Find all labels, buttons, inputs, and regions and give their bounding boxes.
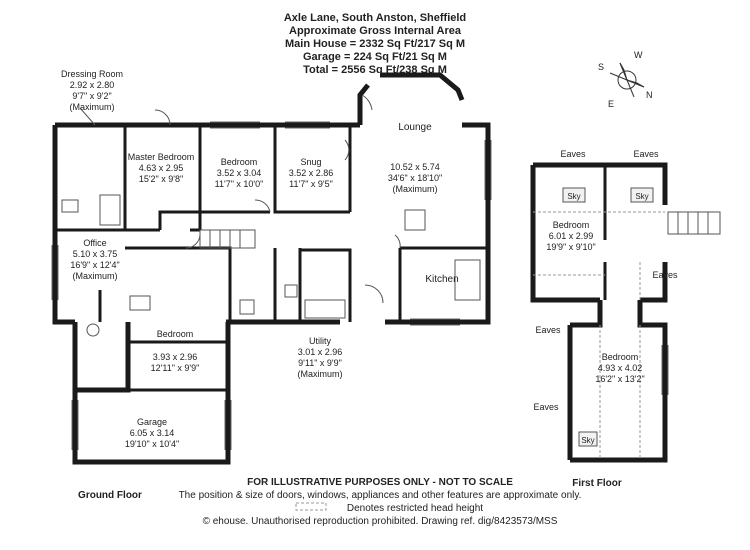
area-title: Approximate Gross Internal Area [289,25,461,37]
compass-north: N [646,90,653,100]
copyright: © ehouse. Unauthorised reproduction proh… [202,516,558,527]
disclaimer: FOR ILLUSTRATIVE PURPOSES ONLY - NOT TO … [247,477,513,488]
lounge-name: Lounge [398,122,432,133]
room-metric: 4.63 x 2.95 [139,163,184,173]
room-name: Bedroom [602,352,639,362]
room-note: (Maximum) [393,184,438,194]
room-metric: 2.92 x 2.80 [70,80,115,90]
ground-floor-windows [51,121,492,450]
kitchen-name: Kitchen [425,274,458,285]
room-metric: 3.52 x 3.04 [217,168,262,178]
room-imperial: 19'10" x 10'4" [125,439,179,449]
first-floor-walls [530,162,668,463]
room-metric: 6.01 x 2.99 [549,231,594,241]
compass-south: S [598,62,604,72]
room-lounge-dims: 10.52 x 5.74 34'6" x 18'10" (Maximum) [388,162,442,194]
room-metric: 3.01 x 2.96 [298,347,343,357]
eaves-label: Eaves [533,402,559,412]
legend-swatch [295,502,327,511]
disclaimer-note: The position & size of doors, windows, a… [178,490,582,501]
first-floor-stairs [667,211,721,235]
eaves-label: Eaves [633,149,659,159]
room-imperial: 16'9" x 12'4" [70,260,119,270]
room-name: Utility [309,336,331,346]
ground-floor-fixtures [61,194,481,337]
footer: FOR ILLUSTRATIVE PURPOSES ONLY - NOT TO … [150,476,610,528]
room-metric: 3.52 x 2.86 [289,168,334,178]
room-master-bedroom: Master Bedroom 4.63 x 2.95 15'2" x 9'8" [128,152,195,184]
room-office: Office 5.10 x 3.75 16'9" x 12'4" (Maximu… [70,238,119,281]
room-note: (Maximum) [70,102,115,112]
garage-area: Garage = 224 Sq Ft/21 Sq M [303,51,447,63]
ground-floor-internal-walls [55,125,488,392]
room-imperial: 19'9" x 9'10" [546,242,595,252]
room-metric: 4.93 x 4.02 [598,363,643,373]
sky-label: Sky [567,192,580,201]
header: Axle Lane, South Anston, Sheffield Appro… [0,12,750,77]
room-name: Dressing Room [61,69,123,79]
room-name: Bedroom [553,220,590,230]
room-name: Office [83,238,106,248]
room-imperial: 34'6" x 18'10" [388,173,442,183]
room-metric: 10.52 x 5.74 [390,162,440,172]
compass-west: W [634,50,643,60]
room-snug: Snug 3.52 x 2.86 11'7" x 9'5" [289,157,334,189]
eaves-label: Eaves [652,270,678,280]
sky-label: Sky [581,436,594,445]
room-metric: 5.10 x 3.75 [73,249,118,259]
compass-icon [609,62,645,98]
room-metric: 3.93 x 2.96 [153,352,198,362]
room-name: Bedroom [221,157,258,167]
room-bedroom-2: Bedroom 3.93 x 2.96 12'11" x 9'9" [151,329,200,373]
legend-text: Denotes restricted head height [346,503,484,514]
restricted-head-height [533,211,665,460]
eaves-label: Eaves [560,149,586,159]
room-imperial: 11'7" x 9'5" [289,179,333,189]
room-bedroom-3: Bedroom 6.01 x 2.99 19'9" x 9'10" [546,220,595,252]
room-note: (Maximum) [73,271,118,281]
room-utility: Utility 3.01 x 2.96 9'11" x 9'9" (Maximu… [298,336,343,379]
eaves-label: Eaves [535,325,561,335]
room-name: Garage [137,417,167,427]
room-bedroom-4: Bedroom 4.93 x 4.02 16'2" x 13'2" [595,352,644,384]
main-house-area: Main House = 2332 Sq Ft/217 Sq M [284,38,466,50]
room-note: (Maximum) [298,369,343,379]
room-metric: 6.05 x 3.14 [130,428,175,438]
first-floor-windows [661,345,669,395]
address: Axle Lane, South Anston, Sheffield [283,12,467,24]
room-imperial: 9'11" x 9'9" [298,358,342,368]
room-bedroom-1: Bedroom 3.52 x 3.04 11'7" x 10'0" [215,157,264,189]
room-imperial: 12'11" x 9'9" [151,363,200,373]
skylights [562,187,654,447]
room-garage: Garage 6.05 x 3.14 19'10" x 10'4" [125,417,179,449]
ground-floor-label: Ground Floor [78,490,142,501]
room-imperial: 11'7" x 10'0" [215,179,264,189]
compass-east: E [608,99,614,109]
room-imperial: 15'2" x 9'8" [139,174,183,184]
stairs [199,229,256,249]
room-name: Bedroom [157,329,194,339]
ground-floor-walls [52,72,491,465]
room-imperial: 16'2" x 13'2" [595,374,644,384]
room-dressing: Dressing Room 2.92 x 2.80 9'7" x 9'2" (M… [61,69,123,112]
sky-label: Sky [635,192,648,201]
room-imperial: 9'7" x 9'2" [72,91,111,101]
room-name: Master Bedroom [128,152,195,162]
room-name: Snug [300,157,321,167]
first-floor-label: First Floor [572,478,622,489]
